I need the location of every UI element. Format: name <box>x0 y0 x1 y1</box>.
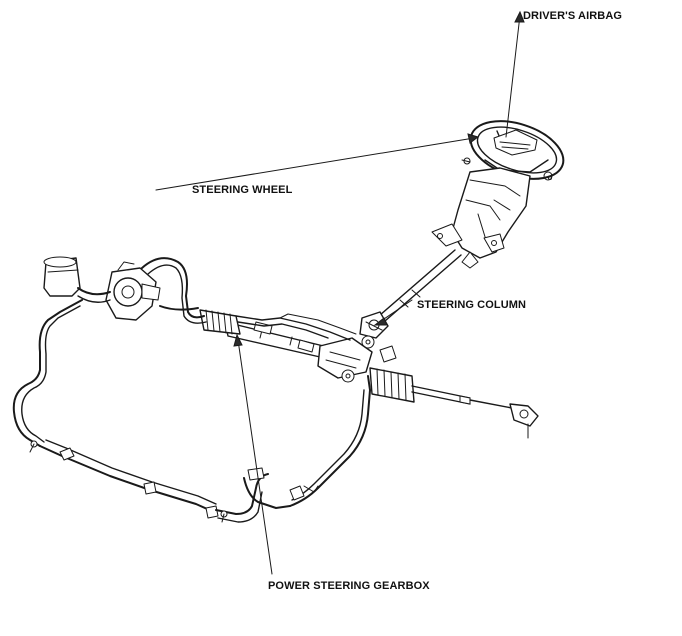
hydraulic-lines <box>12 257 371 523</box>
power-steering-pump <box>43 256 161 321</box>
steering-column-label: STEERING COLUMN <box>417 299 526 311</box>
steering-column <box>359 167 531 349</box>
gearbox-leader-line <box>237 339 273 575</box>
leader-lines <box>155 10 525 575</box>
drivers-airbag <box>493 129 538 156</box>
steering-column-arrowhead <box>373 317 388 326</box>
power-steering-gearbox <box>199 309 539 439</box>
drivers-airbag-label: DRIVER'S AIRBAG <box>523 10 622 22</box>
steering-wheel-arrowhead <box>467 133 480 144</box>
steering-wheel-label: STEERING WHEEL <box>192 184 293 196</box>
gearbox-arrowhead <box>233 333 243 347</box>
airbag-arrowhead <box>514 10 525 23</box>
airbag-leader-line <box>505 14 521 138</box>
power-steering-gearbox-label: POWER STEERING GEARBOX <box>268 580 430 592</box>
steering-wheel-leader-line <box>155 137 475 191</box>
